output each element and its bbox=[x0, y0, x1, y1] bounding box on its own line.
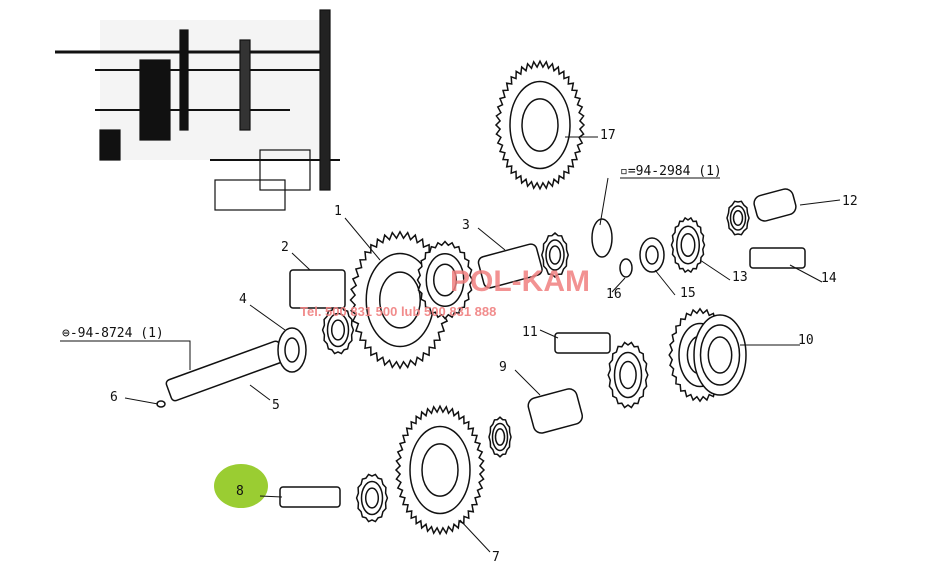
callout-12: 12 bbox=[842, 194, 858, 209]
transmission-overview bbox=[55, 9, 340, 211]
callout-3: 3 bbox=[462, 218, 470, 233]
callout-14: 14 bbox=[821, 271, 837, 286]
part-14-sleeve bbox=[749, 247, 806, 269]
part-3-bushing bbox=[477, 243, 543, 289]
callout-2: 2 bbox=[281, 240, 289, 255]
part-bearing bbox=[726, 200, 750, 236]
callout-1: 1 bbox=[334, 204, 342, 219]
watermark-contact: Tel. 500 831 500 lub 500 831 888 bbox=[300, 304, 496, 319]
part-11-sleeve bbox=[554, 332, 611, 354]
part-16-clip bbox=[619, 258, 633, 278]
highlight-part-8 bbox=[214, 464, 268, 508]
part-7-gear bbox=[394, 404, 486, 536]
part-12-bushing bbox=[753, 188, 797, 222]
part-bearing bbox=[321, 305, 355, 355]
callout-6: 6 bbox=[110, 390, 118, 405]
callout-9: 9 bbox=[499, 360, 507, 375]
callout-7: 7 bbox=[492, 550, 500, 565]
part-2-bushing bbox=[289, 269, 346, 309]
part-bearing bbox=[607, 341, 649, 409]
callout-4: 4 bbox=[239, 292, 247, 307]
callout-16: 16 bbox=[606, 287, 622, 302]
part-bearing bbox=[488, 416, 512, 458]
part-10-hub bbox=[693, 314, 747, 396]
part-bearing bbox=[541, 232, 569, 278]
callout-13: 13 bbox=[732, 270, 748, 285]
part-1-gear-small bbox=[416, 240, 474, 320]
cylindrical-parts bbox=[156, 188, 806, 508]
ring-reference: ▫=94-2984 (1) bbox=[620, 164, 722, 179]
pin-reference: ⊜-94-8724 (1) bbox=[62, 326, 164, 341]
part-8-sleeve bbox=[279, 486, 341, 508]
callout-17: 17 bbox=[600, 128, 616, 143]
part-13-gear bbox=[670, 216, 706, 274]
callout-5: 5 bbox=[272, 398, 280, 413]
part-17-gear bbox=[494, 59, 586, 191]
callout-11: 11 bbox=[522, 325, 538, 340]
part-5-shaft bbox=[165, 340, 286, 402]
part-9-bushing bbox=[527, 388, 584, 434]
callout-15: 15 bbox=[680, 286, 696, 301]
callout-10: 10 bbox=[798, 333, 814, 348]
part-16-ring bbox=[591, 218, 613, 258]
part-bearing bbox=[355, 473, 389, 523]
leader-lines bbox=[60, 136, 841, 553]
callout-8: 8 bbox=[236, 484, 244, 499]
part-6-pin bbox=[156, 400, 166, 408]
watermark-brand: POL-KAM bbox=[450, 265, 590, 298]
